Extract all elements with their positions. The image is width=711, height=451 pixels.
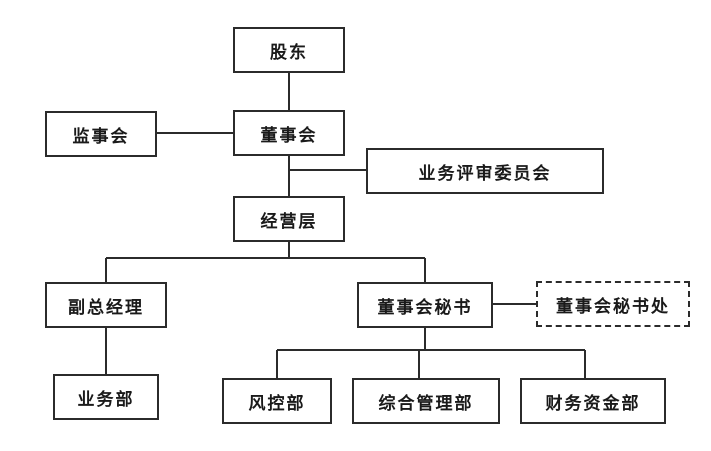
business-review-committee-box: 业务评审委员会 bbox=[366, 148, 604, 194]
business-department-label: 业务部 bbox=[77, 389, 135, 410]
management-label: 经营层 bbox=[260, 211, 318, 232]
supervisory-board-box: 监事会 bbox=[45, 111, 157, 157]
finance-department-box: 财务资金部 bbox=[520, 378, 666, 424]
board-secretary-label: 董事会秘书 bbox=[377, 297, 473, 318]
board-secretary-office-box: 董事会秘书处 bbox=[536, 281, 690, 327]
board-secretary-box: 董事会秘书 bbox=[357, 282, 493, 328]
business-review-committee-label: 业务评审委员会 bbox=[418, 163, 552, 184]
board-of-directors-box: 董事会 bbox=[233, 110, 345, 156]
shareholders-box: 股东 bbox=[233, 27, 345, 73]
board-secretary-office-label: 董事会秘书处 bbox=[556, 296, 670, 317]
risk-control-department-label: 风控部 bbox=[248, 393, 306, 414]
finance-department-label: 财务资金部 bbox=[545, 393, 641, 414]
general-management-department-box: 综合管理部 bbox=[352, 378, 500, 424]
board-of-directors-label: 董事会 bbox=[260, 125, 318, 146]
management-box: 经营层 bbox=[233, 196, 345, 242]
risk-control-department-box: 风控部 bbox=[222, 378, 332, 424]
vice-general-manager-label: 副总经理 bbox=[68, 297, 144, 318]
shareholders-label: 股东 bbox=[270, 42, 308, 63]
general-management-department-label: 综合管理部 bbox=[378, 393, 474, 414]
business-department-box: 业务部 bbox=[53, 374, 159, 420]
supervisory-board-label: 监事会 bbox=[72, 126, 130, 147]
vice-general-manager-box: 副总经理 bbox=[45, 282, 167, 328]
